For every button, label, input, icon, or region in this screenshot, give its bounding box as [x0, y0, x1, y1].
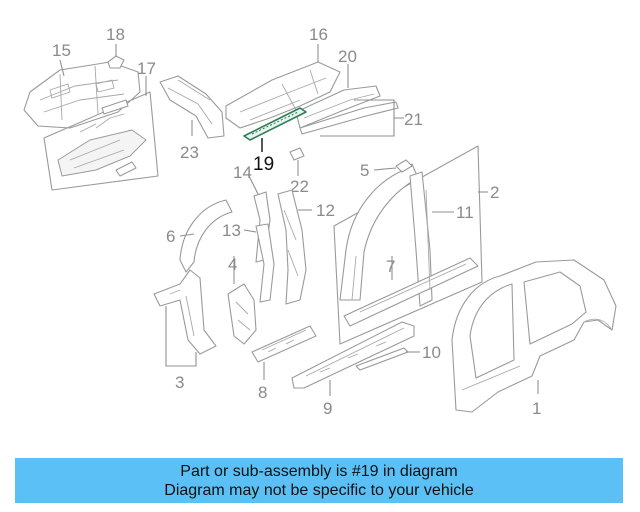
callout-10: 10	[422, 343, 441, 362]
parts-diagram: 15 18 17 23 16 20 21	[23, 25, 617, 418]
callout-3: 3	[175, 373, 184, 392]
callout-8: 8	[258, 383, 267, 402]
part-1-body-side-outer	[451, 259, 617, 413]
callout-6: 6	[166, 227, 175, 246]
part-8-rocker-inner	[251, 325, 317, 363]
banner-line-2: Diagram may not be specific to your vehi…	[164, 481, 474, 499]
info-banner: Part or sub-assembly is #19 in diagram D…	[15, 458, 623, 503]
callout-17: 17	[137, 59, 156, 78]
callout-4: 4	[228, 255, 237, 274]
callout-22: 22	[290, 177, 309, 196]
callout-9: 9	[323, 399, 332, 418]
callout-12: 12	[316, 201, 335, 220]
banner-line-1: Part or sub-assembly is #19 in diagram	[180, 462, 458, 480]
leader-13	[243, 229, 257, 233]
callout-15: 15	[52, 41, 71, 60]
callout-20: 20	[338, 47, 357, 66]
leader-15	[59, 59, 65, 77]
callout-13: 13	[222, 221, 241, 240]
part-19-floor-rail	[243, 107, 307, 141]
part-9-rocker-outer	[291, 321, 415, 389]
part-6-wheelhouse	[179, 199, 233, 273]
callout-19: 19	[253, 154, 274, 175]
part-16-front-floor	[225, 61, 341, 129]
part-18-bracket	[107, 55, 125, 69]
part-13-inner-pillar	[255, 223, 275, 303]
part-12-pillar-reinf	[277, 189, 307, 305]
callout-23: 23	[180, 143, 199, 162]
part-5-clip	[395, 159, 413, 173]
callout-14: 14	[233, 163, 252, 182]
callout-21: 21	[404, 110, 423, 129]
part-3-front-pillar	[153, 269, 217, 355]
leader-3	[165, 306, 197, 367]
part-4-pillar-bracket	[227, 283, 257, 345]
part-22-clip	[289, 147, 305, 161]
callout-5: 5	[360, 161, 369, 180]
part-17-floor-kit	[43, 91, 159, 191]
part-2-inner-side-panel	[333, 145, 483, 345]
callout-1: 1	[532, 399, 541, 418]
part-15-rear-floor	[23, 61, 141, 129]
callout-16: 16	[309, 25, 328, 44]
leader-21	[320, 99, 404, 137]
callout-11: 11	[456, 203, 474, 222]
callout-7: 7	[386, 257, 395, 276]
leader-6	[179, 233, 195, 237]
callout-2: 2	[490, 183, 499, 202]
leader-5	[373, 167, 397, 171]
leader-14	[247, 173, 259, 195]
part-23-crossmember	[159, 75, 225, 139]
callout-18: 18	[106, 25, 125, 44]
part-21-sill-reinf	[299, 101, 399, 135]
